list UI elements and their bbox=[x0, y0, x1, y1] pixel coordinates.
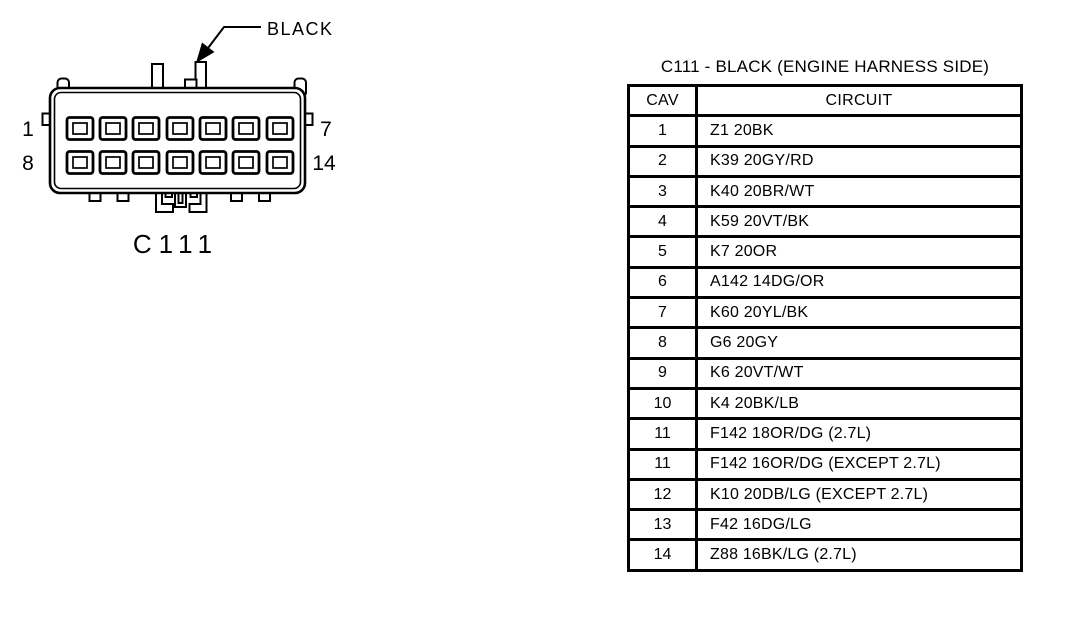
cav-cell: 7 bbox=[627, 296, 698, 330]
table-row: 13 F42 16DG/LG bbox=[627, 508, 1023, 542]
circuit-cell: K39 20GY/RD bbox=[695, 144, 1023, 178]
table-row: 14 Z88 16BK/LG (2.7L) bbox=[627, 538, 1023, 572]
table-row: 11 F142 18OR/DG (2.7L) bbox=[627, 417, 1023, 451]
pin-label-7: 7 bbox=[320, 118, 332, 141]
connector-drawing: 1 8 7 14 BLACK C111 bbox=[22, 19, 336, 259]
table-row: 6 A142 14DG/OR bbox=[627, 265, 1023, 300]
table-row: 5 K7 20OR bbox=[627, 235, 1023, 269]
circuit-cell: F42 16DG/LG bbox=[695, 508, 1023, 542]
circuit-cell: K4 20BK/LB bbox=[695, 386, 1023, 421]
circuit-cell: K40 20BR/WT bbox=[695, 174, 1023, 209]
table-row: 3 K40 20BR/WT bbox=[627, 174, 1023, 209]
circuit-cell: K10 20DB/LG (EXCEPT 2.7L) bbox=[695, 477, 1023, 512]
table-row: 10 K4 20BK/LB bbox=[627, 386, 1023, 421]
cav-cell: 13 bbox=[627, 508, 698, 542]
table-row: 7 K60 20YL/BK bbox=[627, 296, 1023, 330]
cav-cell: 1 bbox=[627, 114, 698, 148]
circuit-cell: K7 20OR bbox=[695, 235, 1023, 269]
cav-cell: 9 bbox=[627, 356, 698, 390]
table-row: 9 K6 20VT/WT bbox=[627, 356, 1023, 390]
color-callout-arrow bbox=[196, 26, 261, 63]
connector-mount-tabs bbox=[41, 61, 314, 213]
circuit-cell: G6 20GY bbox=[695, 326, 1023, 360]
table-row: 4 K59 20VT/BK bbox=[627, 205, 1023, 239]
cav-cell: 11 bbox=[627, 417, 698, 451]
cav-cell: 14 bbox=[627, 538, 698, 572]
circuit-cell: A142 14DG/OR bbox=[695, 265, 1023, 300]
circuit-table: CAV CIRCUIT 1 Z1 20BK 2 K39 20GY/RD 3 K4… bbox=[627, 83, 1023, 572]
circuit-cell: K6 20VT/WT bbox=[695, 356, 1023, 390]
pin-label-14: 14 bbox=[312, 152, 336, 175]
cav-cell: 5 bbox=[627, 235, 698, 269]
circuit-cell: Z1 20BK bbox=[695, 114, 1023, 148]
color-callout-label: BLACK bbox=[267, 19, 334, 39]
circuit-cell: Z88 16BK/LG (2.7L) bbox=[695, 538, 1023, 572]
table-title: C111 - BLACK (ENGINE HARNESS SIDE) bbox=[660, 57, 990, 76]
table-row: 8 G6 20GY bbox=[627, 326, 1023, 360]
cav-cell: 10 bbox=[627, 386, 698, 421]
table-row: 2 K39 20GY/RD bbox=[627, 144, 1023, 178]
column-header-cav: CAV bbox=[627, 83, 698, 118]
table-row: 1 Z1 20BK bbox=[627, 114, 1023, 148]
pin-label-8: 8 bbox=[22, 152, 34, 175]
cav-cell: 12 bbox=[627, 477, 698, 512]
cav-cell: 3 bbox=[627, 174, 698, 209]
connector-name-label: C111 bbox=[133, 229, 219, 259]
table-header-row: CAV CIRCUIT bbox=[627, 83, 1023, 118]
column-header-circuit: CIRCUIT bbox=[695, 83, 1023, 118]
table-row: 12 K10 20DB/LG (EXCEPT 2.7L) bbox=[627, 477, 1023, 512]
cav-cell: 6 bbox=[627, 265, 698, 300]
circuit-cell: K60 20YL/BK bbox=[695, 296, 1023, 330]
cav-cell: 2 bbox=[627, 144, 698, 178]
table-row: 11 F142 16OR/DG (EXCEPT 2.7L) bbox=[627, 447, 1023, 481]
cav-cell: 11 bbox=[627, 447, 698, 481]
circuit-cell: F142 18OR/DG (2.7L) bbox=[695, 417, 1023, 451]
cav-cell: 4 bbox=[627, 205, 698, 239]
circuit-cell: F142 16OR/DG (EXCEPT 2.7L) bbox=[695, 447, 1023, 481]
arrowhead-icon bbox=[196, 42, 215, 63]
connector-figure: 1 8 7 14 BLACK C111 bbox=[0, 0, 370, 280]
cav-cell: 8 bbox=[627, 326, 698, 360]
circuit-cell: K59 20VT/BK bbox=[695, 205, 1023, 239]
pin-label-1: 1 bbox=[22, 118, 34, 141]
